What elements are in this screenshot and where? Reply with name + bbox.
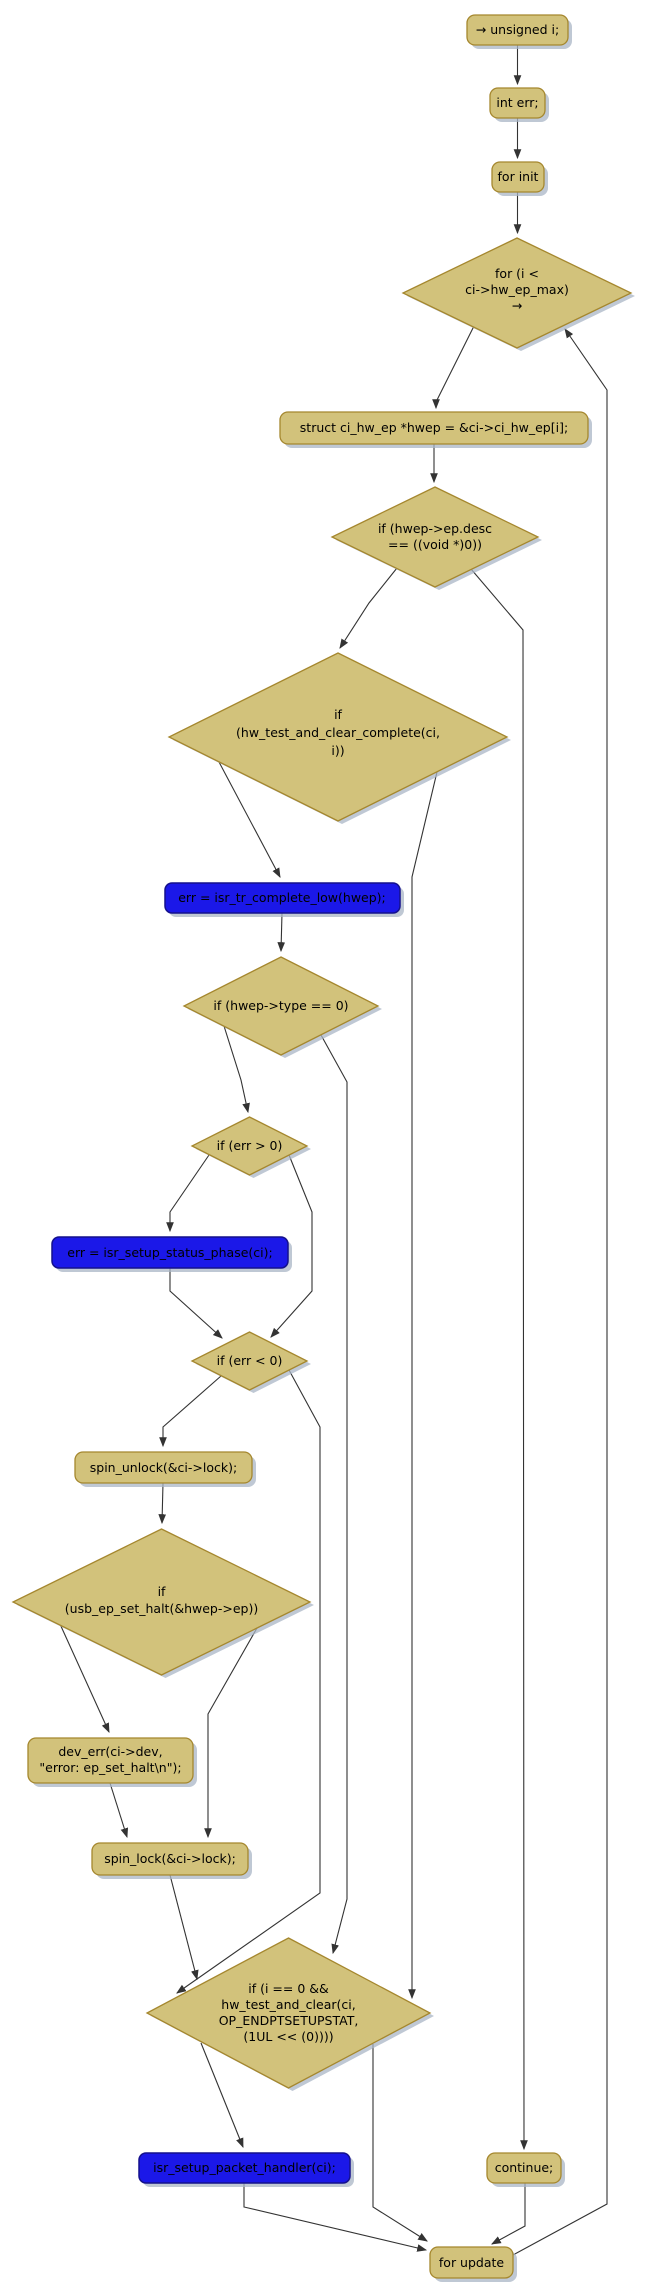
node-shape xyxy=(491,161,545,193)
call-tr-complete-low: err = isr_tr_complete_low(hwep); xyxy=(164,882,404,917)
node-shape xyxy=(74,1451,253,1484)
node-label: hw_test_and_clear(ci, xyxy=(221,1997,355,2012)
decision-if-err-lt0: if (err < 0) xyxy=(190,1331,311,1393)
node-label: if xyxy=(334,707,342,722)
node-dev-err: dev_err(ci->dev, "error: ep_set_halt\n")… xyxy=(27,1737,197,1787)
node-for-init: for init xyxy=(491,161,548,196)
node-shape xyxy=(182,956,380,1056)
node-label: err = isr_tr_complete_low(hwep); xyxy=(178,890,386,905)
node-label: if (i == 0 && xyxy=(248,1981,329,1996)
node-label: → xyxy=(512,298,522,313)
edge-sethalt-to-deverr xyxy=(59,1623,110,1734)
edge-forupdate-loopback xyxy=(512,328,608,2256)
node-label: if (hwep->ep.desc xyxy=(378,521,492,536)
node-label: OP_ENDPTSETUPSTAT, xyxy=(219,2013,359,2028)
node-spin-unlock: spin_unlock(&ci->lock); xyxy=(74,1451,256,1487)
node-shape xyxy=(138,2152,351,2184)
node-label: ci->hw_ep_max) xyxy=(465,282,569,297)
node-label: "error: ep_set_halt\n"); xyxy=(39,1760,181,1775)
node-label: struct ci_hw_ep *hwep = &ci->ci_hw_ep[i]… xyxy=(300,420,568,435)
node-label: → unsigned i; xyxy=(476,22,559,37)
decision-if-desc: if (hwep->ep.desc == ((void *)0)) xyxy=(330,486,542,590)
decision-if-type: if (hwep->type == 0) xyxy=(182,956,382,1058)
edge-forcond-body xyxy=(432,325,475,410)
edge-iflt-to-ifsetupstat xyxy=(176,1369,321,1994)
decision-if-err-gt0: if (err > 0) xyxy=(190,1116,311,1178)
edge-ifsetupstat-to-handler xyxy=(200,2042,244,2149)
node-label: for (i < xyxy=(495,266,539,281)
node-label: if (err < 0) xyxy=(217,1353,283,1368)
node-shape xyxy=(486,2152,562,2184)
node-label: spin_lock(&ci->lock); xyxy=(104,1851,236,1866)
node-label: (1UL << (0)))) xyxy=(243,2029,333,2044)
node-shape xyxy=(401,237,633,349)
decision-if-complete: if (hw_test_and_clear_complete(ci, i)) xyxy=(167,652,511,824)
node-shape xyxy=(164,882,401,914)
node-hwep-assign: struct ci_hw_ep *hwep = &ci->ci_hw_ep[i]… xyxy=(279,411,592,448)
node-shape xyxy=(11,1528,312,1676)
node-label: continue; xyxy=(495,2160,554,2175)
node-shape xyxy=(167,652,509,822)
node-label: (usb_ep_set_halt(&hwep->ep)) xyxy=(65,1601,258,1616)
node-label: i)) xyxy=(331,743,344,758)
node-label: for init xyxy=(498,169,539,184)
edges xyxy=(59,45,608,2256)
edge-handler-to-forupdate xyxy=(243,2183,428,2252)
node-shape xyxy=(27,1737,194,1784)
node-label: err = isr_setup_status_phase(ci); xyxy=(67,1245,272,1260)
decision-if-set-halt: if (usb_ep_set_halt(&hwep->ep)) xyxy=(11,1528,314,1678)
node-label: if (err > 0) xyxy=(217,1138,283,1153)
edge-statusphase-to-iflt xyxy=(169,1268,223,1339)
node-continue: continue; xyxy=(486,2152,565,2187)
node-label: if (hwep->type == 0) xyxy=(213,998,348,1013)
call-setup-status-phase: err = isr_setup_status_phase(ci); xyxy=(51,1236,292,1272)
node-shape xyxy=(190,1116,309,1176)
edge-ifsetupstat-to-forupdate xyxy=(372,2044,428,2242)
node-int-err: int err; xyxy=(489,87,549,122)
edge-iflt-to-spinunlock xyxy=(159,1375,222,1448)
node-label: dev_err(ci->dev, xyxy=(58,1744,162,1759)
edge-spinlock-to-ifsetupstat xyxy=(169,1874,199,1981)
edge-ifcomplete-to-trlow xyxy=(218,761,281,878)
node-shape xyxy=(91,1842,249,1876)
edge-trlow-to-iftype xyxy=(277,912,286,953)
node-label: isr_setup_packet_handler(ci); xyxy=(153,2160,336,2175)
node-label: for update xyxy=(439,2255,505,2270)
node-label: int err; xyxy=(496,95,538,110)
edge-iftype-to-ifsetupstat xyxy=(320,1034,348,1955)
node-shape xyxy=(489,87,546,119)
edge-spinunlock-to-sethalt xyxy=(158,1482,167,1525)
edge-ifdesc-to-continue xyxy=(470,568,528,2151)
node-start: → unsigned i; xyxy=(466,14,572,49)
node-label: spin_unlock(&ci->lock); xyxy=(90,1460,237,1475)
edge-deverr-to-spinlock xyxy=(109,1782,129,1839)
edge-continue-to-forupdate xyxy=(491,2183,526,2245)
node-shape xyxy=(429,2246,514,2279)
node-shape xyxy=(466,14,569,46)
edge-ifcomplete-to-ifsetupstat xyxy=(408,771,438,2000)
edge-iftype-to-ifgt xyxy=(223,1025,250,1114)
node-shape xyxy=(330,486,540,588)
node-label: (hw_test_and_clear_complete(ci, xyxy=(236,725,440,740)
edge-ifgt-to-statusphase xyxy=(166,1154,210,1233)
node-shape xyxy=(190,1331,309,1391)
decision-if-setupstat: if (i == 0 && hw_test_and_clear(ci, OP_E… xyxy=(145,1937,434,2091)
node-shape xyxy=(51,1236,289,1269)
call-setup-packet-handler: isr_setup_packet_handler(ci); xyxy=(138,2152,354,2187)
node-spin-lock: spin_lock(&ci->lock); xyxy=(91,1842,252,1879)
edge-sethalt-to-spinlock xyxy=(204,1627,258,1839)
node-shape xyxy=(145,1937,432,2089)
node-for-update: for update xyxy=(429,2246,517,2282)
node-label: if xyxy=(158,1584,166,1599)
decision-for-cond: for (i < ci->hw_ep_max) → xyxy=(401,237,635,351)
node-label: == ((void *)0)) xyxy=(388,537,482,552)
node-shape xyxy=(279,411,589,445)
edge-ifdesc-to-ifcomplete xyxy=(339,567,398,649)
edge-ifgt-to-iflt xyxy=(270,1154,313,1338)
